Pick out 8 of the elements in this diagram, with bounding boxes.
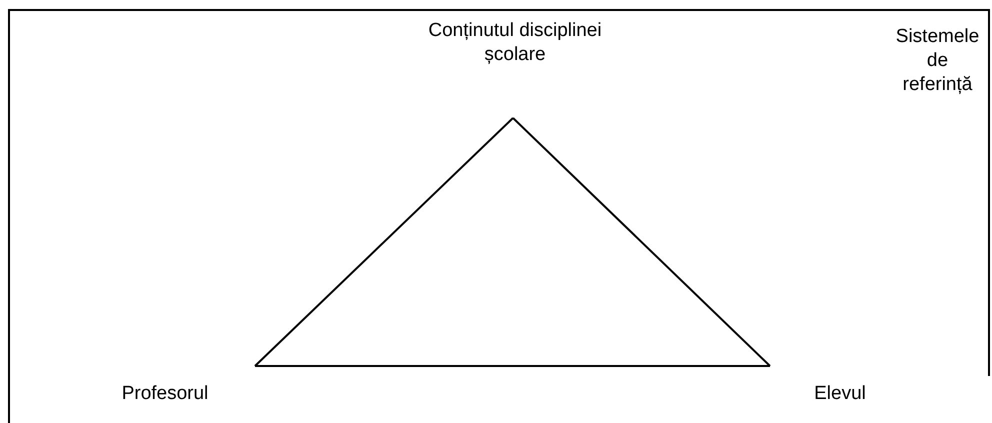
triangle-side bbox=[512, 117, 771, 367]
vertex-label: Elevul bbox=[813, 382, 867, 406]
vertex-label: Conținutul disciplinei școlare bbox=[427, 19, 603, 67]
frame bbox=[8, 9, 990, 423]
frame-label: Sistemele de referință bbox=[894, 25, 980, 97]
vertex-label: Profesorul bbox=[120, 382, 210, 406]
triangle-side bbox=[255, 365, 770, 367]
triangle-side bbox=[254, 117, 514, 367]
